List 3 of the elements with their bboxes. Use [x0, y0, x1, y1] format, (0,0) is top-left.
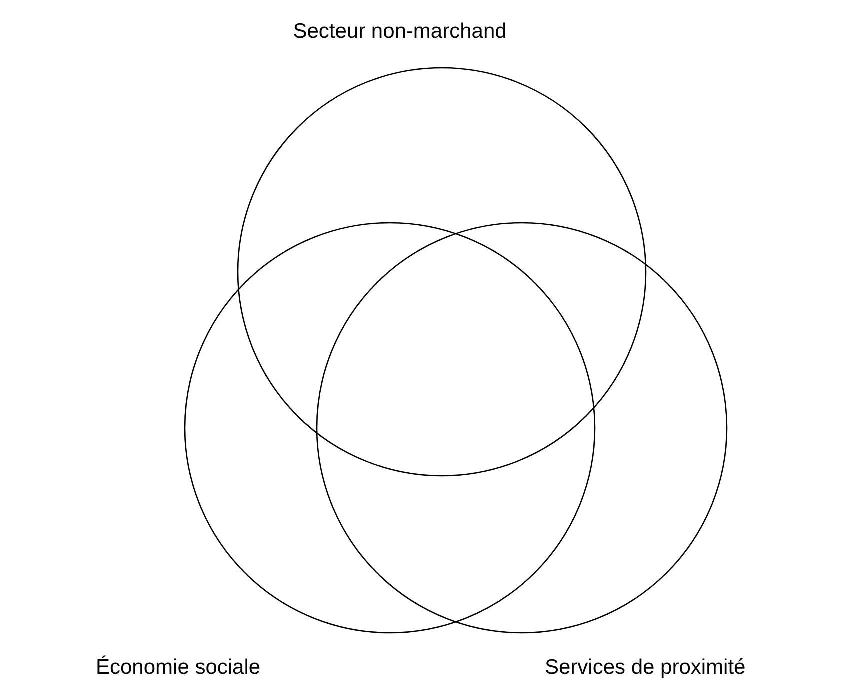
circle-label: Économie sociale [96, 656, 261, 680]
circle-label: Secteur non-marchand [293, 20, 507, 44]
circle-label: Services de proximité [545, 656, 746, 680]
